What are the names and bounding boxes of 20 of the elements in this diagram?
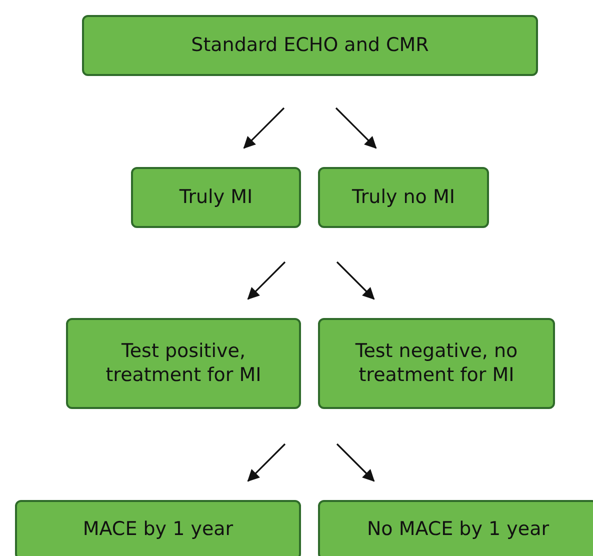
arrow [247,443,286,482]
box-label: Truly MI [179,186,253,210]
process-box [131,167,301,228]
arrow [336,443,375,482]
process-box [318,318,555,409]
box-label: Truly no MI [352,186,455,210]
process-box [15,500,301,556]
box-label: Test negative, no treatment for MI [354,340,519,388]
box-label: Test positive, treatment for MI [104,340,262,388]
box-label: Standard ECHO and CMR [191,34,429,58]
arrow [247,261,286,300]
arrow [336,261,375,300]
process-box [318,167,489,228]
process-box [318,500,593,556]
process-box [66,318,301,409]
arrow [243,107,285,149]
box-label: No MACE by 1 year [366,518,550,542]
box-label: MACE by 1 year [82,518,234,542]
arrow [335,107,377,149]
process-box [82,15,538,76]
